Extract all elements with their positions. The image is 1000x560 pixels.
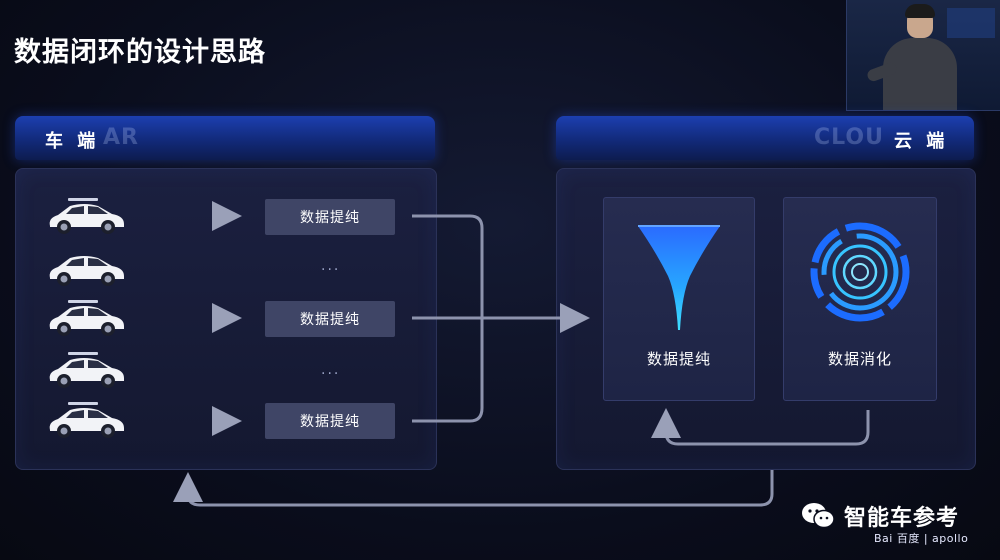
car-icon — [49, 256, 124, 286]
wechat-icon — [802, 503, 835, 529]
car-icon — [49, 402, 124, 438]
presenter-video — [846, 0, 1000, 111]
vehicle-process-box: 数据提纯 — [265, 403, 395, 439]
car-icon — [49, 352, 124, 388]
brand-logos: Bai 百度 | apollo — [874, 532, 969, 545]
watermark-name: 智能车参考 — [844, 506, 960, 531]
slide-title: 数据闭环的设计思路 — [14, 37, 266, 68]
ellipsis: ... — [321, 258, 341, 274]
video-background-screen — [947, 8, 995, 38]
ellipsis: ... — [321, 362, 341, 378]
vehicle-panel-ghost-text: AR — [103, 125, 139, 150]
cloud-panel-header: CLOU 云 端 — [556, 116, 974, 160]
watermark: 智能车参考 — [800, 500, 959, 532]
cloud-feedback-arrow — [651, 408, 870, 446]
cloud-to-vehicle-arrow — [173, 470, 774, 507]
funnel-icon — [638, 225, 720, 330]
car-icon — [49, 300, 124, 336]
cloud-digest-label: 数据消化 — [827, 350, 892, 368]
circular-gauge-icon — [810, 222, 910, 322]
presenter-hair — [905, 4, 935, 18]
cloud-panel-ghost-text: CLOU — [814, 125, 884, 150]
vehicle-process-box: 数据提纯 — [265, 199, 395, 235]
presenter-body — [883, 38, 957, 110]
vehicle-panel-label: 车 端 — [45, 131, 100, 152]
cloud-purify-label: 数据提纯 — [646, 350, 711, 368]
car-icon — [49, 198, 124, 234]
cloud-digest-card: 数据消化 — [783, 197, 937, 401]
vehicle-panel-header: 车 端 AR — [15, 116, 435, 160]
cloud-purify-card: 数据提纯 — [603, 197, 755, 401]
cloud-panel-label: 云 端 — [894, 131, 949, 152]
vehicle-process-box: 数据提纯 — [265, 301, 395, 337]
